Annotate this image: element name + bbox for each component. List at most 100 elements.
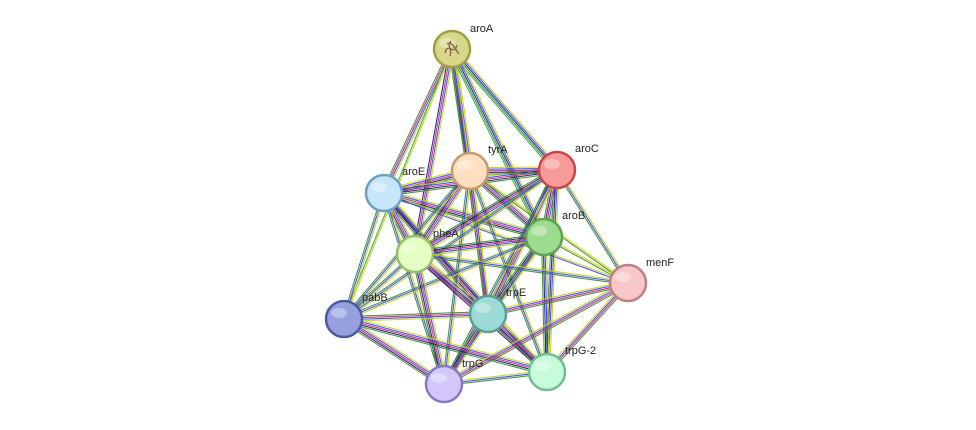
edge-evidence-line: [452, 47, 559, 170]
node-aroC[interactable]: aroC: [537, 143, 599, 190]
edge-evidence-line: [444, 283, 629, 386]
node-pabB[interactable]: pabB: [324, 292, 388, 339]
edge-evidence-line: [414, 236, 545, 255]
node-circle[interactable]: [424, 364, 464, 404]
node-pheA[interactable]: pheA: [395, 228, 459, 274]
edge-evidence-line: [450, 49, 544, 238]
edges-layer: [341, 46, 631, 388]
node-menF[interactable]: menF: [608, 257, 674, 303]
node-circle[interactable]: [450, 151, 490, 191]
edge-aroB-pheA[interactable]: [414, 233, 545, 258]
node-label-aroB: aroB: [562, 210, 585, 222]
protein-structure-icon-path: [444, 40, 460, 57]
edge-pheA-menF[interactable]: [414, 251, 629, 286]
edge-evidence-line: [345, 193, 387, 320]
node-highlight: [475, 303, 491, 313]
node-label-aroA: aroA: [470, 23, 494, 35]
edge-evidence-line: [343, 318, 548, 373]
edge-aroA-aroB[interactable]: [448, 47, 548, 239]
edge-trpE-menF[interactable]: [487, 280, 629, 317]
edge-evidence-line: [556, 169, 629, 284]
edge-evidence-line: [414, 253, 629, 284]
edge-evidence-line: [343, 311, 488, 318]
node-trpG-2[interactable]: trpG-2: [527, 345, 596, 392]
node-trpG[interactable]: trpG: [424, 358, 483, 404]
edge-evidence-line: [413, 48, 452, 254]
node-highlight: [457, 160, 473, 170]
edge-evidence-line: [344, 317, 446, 384]
edge-evidence-line: [415, 239, 545, 258]
edge-aroA-pheA[interactable]: [412, 48, 455, 255]
node-tyrA[interactable]: tyrA: [450, 144, 508, 191]
node-label-aroE: aroE: [402, 166, 425, 178]
node-highlight: [531, 226, 547, 236]
edge-evidence-line: [383, 192, 489, 315]
edge-evidence-line: [343, 192, 385, 320]
node-aroE[interactable]: aroE: [364, 166, 425, 213]
edge-evidence-line: [487, 280, 628, 313]
edge-evidence-line: [442, 280, 628, 383]
node-highlight: [439, 38, 455, 48]
node-aroB[interactable]: aroB: [524, 210, 585, 257]
edge-evidence-line: [344, 315, 489, 322]
edge-evidence-line: [341, 192, 383, 319]
edge-trpG-menF[interactable]: [442, 280, 630, 387]
protein-structure-icon: [444, 40, 460, 57]
edge-evidence-line: [555, 170, 628, 285]
edge-evidence-line: [443, 170, 471, 385]
edge-evidence-line: [454, 47, 548, 236]
edge-evidence-line: [414, 255, 628, 286]
edge-evidence-line: [450, 49, 557, 172]
edge-evidence-line: [487, 281, 628, 314]
edge-aroC-menF[interactable]: [555, 168, 630, 285]
edge-aroA-aroC[interactable]: [449, 46, 560, 173]
edge-evidence-line: [449, 50, 555, 173]
edge-evidence-line: [544, 281, 627, 371]
edge-evidence-line: [546, 282, 628, 372]
node-label-pheA: pheA: [433, 228, 459, 240]
node-highlight: [544, 159, 560, 169]
edge-evidence-line: [412, 48, 451, 254]
node-circle[interactable]: [395, 234, 435, 274]
node-aroA[interactable]: aroA: [432, 23, 494, 69]
edge-evidence-line: [415, 238, 545, 257]
edge-evidence-line: [342, 168, 557, 319]
edge-evidence-line: [488, 284, 629, 317]
node-circle[interactable]: [527, 352, 567, 392]
edge-aroE-pabB[interactable]: [341, 192, 387, 320]
edge-evidence-line: [411, 254, 442, 385]
node-trpE[interactable]: trpE: [468, 287, 526, 334]
node-circle[interactable]: [608, 263, 648, 303]
edge-evidence-line: [342, 319, 444, 386]
node-label-aroC: aroC: [575, 143, 599, 155]
node-highlight: [331, 308, 347, 318]
edge-evidence-line: [415, 49, 454, 255]
edge-evidence-line: [451, 48, 558, 171]
node-circle[interactable]: [364, 173, 404, 213]
node-highlight: [431, 373, 447, 383]
node-circle[interactable]: [468, 294, 508, 334]
node-circle[interactable]: [324, 299, 364, 339]
node-circle[interactable]: [537, 150, 577, 190]
edge-evidence-line: [344, 315, 548, 370]
edge-evidence-line: [548, 284, 631, 374]
edge-evidence-line: [382, 48, 452, 193]
edge-trpE-pabB[interactable]: [343, 311, 489, 322]
edge-evidence-line: [414, 234, 544, 253]
edge-evidence-line: [343, 312, 488, 319]
edge-evidence-line: [443, 281, 628, 384]
edge-evidence-line: [448, 50, 542, 239]
edge-evidence-line: [383, 192, 545, 238]
edge-evidence-line: [544, 236, 549, 372]
edge-evidence-line: [344, 314, 489, 321]
edge-evidence-line: [452, 48, 546, 237]
edge-trpG-2-menF[interactable]: [544, 281, 631, 374]
node-circle[interactable]: [524, 217, 564, 257]
edge-evidence-line: [415, 251, 629, 282]
edge-evidence-line: [381, 47, 451, 193]
edge-evidence-line: [383, 192, 548, 373]
edge-pabB-trpG-2[interactable]: [343, 315, 548, 376]
edge-evidence-line: [413, 168, 557, 254]
edge-evidence-line: [343, 320, 547, 375]
